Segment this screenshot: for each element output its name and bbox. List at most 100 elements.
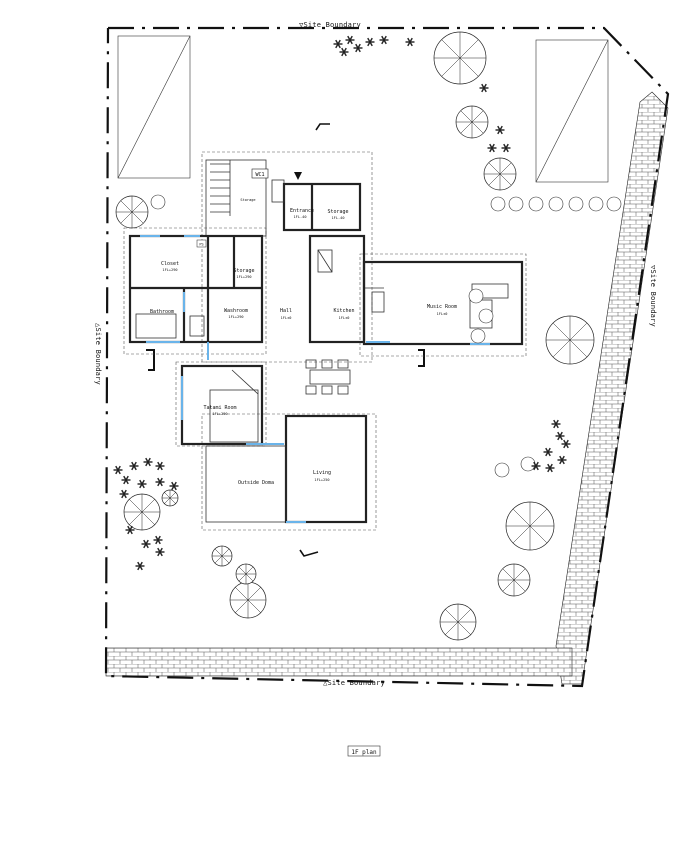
room-tatami-room: Tatami Room 1FL+290 <box>203 405 236 416</box>
plan-title: 1F plan <box>347 745 381 757</box>
plants-layer <box>113 35 571 571</box>
room-entrance: Entrance 1FL-40 <box>290 208 314 219</box>
plant-symbol <box>121 475 131 485</box>
room-living: Living 1FL+250 <box>313 470 331 482</box>
tree-symbol <box>497 563 531 597</box>
site-boundary-label-top: ▽Site Boundary <box>299 21 361 29</box>
tree-symbol <box>123 493 161 531</box>
plant-symbol <box>129 461 139 471</box>
svg-text:PS: PS <box>199 243 203 247</box>
tree-symbol <box>161 489 179 507</box>
room-hall: Hall 1FL±0 <box>280 308 292 320</box>
svg-text:1FL+290: 1FL+290 <box>212 412 227 416</box>
plant-symbol <box>561 439 571 449</box>
plant-symbol <box>155 477 165 487</box>
plant-symbol <box>487 143 497 153</box>
plant-symbol <box>379 35 389 45</box>
shrub-symbol <box>606 196 622 212</box>
shrub-symbol <box>470 328 486 344</box>
site-boundary-line <box>104 26 670 688</box>
site-boundary-label-bottom: △Site Boundary <box>323 679 385 687</box>
plant-symbol <box>153 535 163 545</box>
plant-symbol <box>119 489 129 499</box>
parking-space-east <box>535 39 609 183</box>
plant-symbol <box>135 561 145 571</box>
plant-symbol <box>141 539 151 549</box>
shrub-symbol <box>588 196 604 212</box>
svg-text:Storage: Storage <box>233 268 254 274</box>
plant-symbol <box>155 547 165 557</box>
plant-symbol <box>353 43 363 53</box>
svg-text:1FL+290: 1FL+290 <box>162 268 177 272</box>
roof-outline <box>123 151 527 531</box>
svg-text:Tatami Room: Tatami Room <box>203 405 236 411</box>
svg-text:Music Room: Music Room <box>427 304 457 310</box>
section-mark-bottom <box>299 549 319 557</box>
plant-symbol <box>333 39 343 49</box>
site-boundary-label-right: ▽Site Boundary <box>649 265 657 327</box>
shrub-symbol <box>548 196 564 212</box>
shrubs-layer <box>150 194 622 478</box>
plant-symbol <box>545 463 555 473</box>
shrub-symbol <box>494 462 510 478</box>
svg-text:Kitchen: Kitchen <box>333 308 354 314</box>
plant-symbol <box>495 125 505 135</box>
tree-symbol <box>433 31 487 85</box>
svg-text:Hall: Hall <box>280 308 292 314</box>
svg-text:1FL±0: 1FL±0 <box>437 312 448 316</box>
plant-symbol <box>113 465 123 475</box>
plant-symbol <box>531 461 541 471</box>
shrub-symbol <box>490 196 506 212</box>
shrub-symbol <box>508 196 524 212</box>
section-mark-top <box>315 123 330 131</box>
shrub-symbol <box>568 196 584 212</box>
tree-symbol <box>545 315 595 365</box>
room-storage-mid: Storage 1FL+290 <box>233 268 254 279</box>
tree-symbol <box>235 563 257 585</box>
brick-wall-east <box>555 91 669 685</box>
plant-symbol <box>543 447 553 457</box>
room-storage-ne: Storage 1FL-40 <box>327 209 348 220</box>
shrub-symbol <box>528 196 544 212</box>
svg-text:Living: Living <box>313 470 331 476</box>
brick-wall-south <box>105 647 573 677</box>
svg-text:1FL±0: 1FL±0 <box>339 316 350 320</box>
room-washroom: Washroom 1FL+290 <box>224 308 248 319</box>
svg-text:1FL±0: 1FL±0 <box>281 316 292 320</box>
tree-symbol <box>505 501 555 551</box>
room-wc: WC1 <box>251 168 269 179</box>
svg-text:1FL-40: 1FL-40 <box>332 216 345 220</box>
svg-text:1FL-40: 1FL-40 <box>294 215 307 219</box>
svg-text:Storage: Storage <box>327 209 348 215</box>
plant-symbol <box>557 455 567 465</box>
svg-text:WC1: WC1 <box>255 172 264 178</box>
plant-symbol <box>551 419 561 429</box>
svg-text:1FL+250: 1FL+250 <box>314 478 329 482</box>
svg-text:Washroom: Washroom <box>224 308 248 314</box>
plant-symbol <box>137 479 147 489</box>
plant-symbol <box>345 35 355 45</box>
room-ps: PS <box>196 239 207 248</box>
tree-symbol <box>455 105 489 139</box>
tree-symbol <box>483 157 517 191</box>
section-mark-right <box>418 349 425 367</box>
svg-text:1FL+290: 1FL+290 <box>228 315 243 319</box>
room-kitchen: Kitchen 1FL±0 <box>333 308 354 320</box>
svg-text:1F plan: 1F plan <box>351 749 377 756</box>
trees-layer <box>115 31 595 641</box>
plant-symbol <box>339 47 349 57</box>
plant-symbol <box>125 525 135 535</box>
plant-symbol <box>365 37 375 47</box>
site-boundary-label-left: △Site Boundary <box>94 323 102 385</box>
tree-symbol <box>439 603 477 641</box>
shrub-symbol <box>150 194 166 210</box>
plant-symbol <box>555 431 565 441</box>
shrub-symbol <box>478 308 494 324</box>
tree-symbol <box>211 545 233 567</box>
shrub-symbol <box>468 288 484 304</box>
svg-text:Entrance: Entrance <box>290 208 314 214</box>
svg-text:1FL+290: 1FL+290 <box>236 275 251 279</box>
tree-symbol <box>229 581 267 619</box>
room-closet: Closet 1FL+290 <box>161 261 179 272</box>
plant-symbol <box>143 457 153 467</box>
